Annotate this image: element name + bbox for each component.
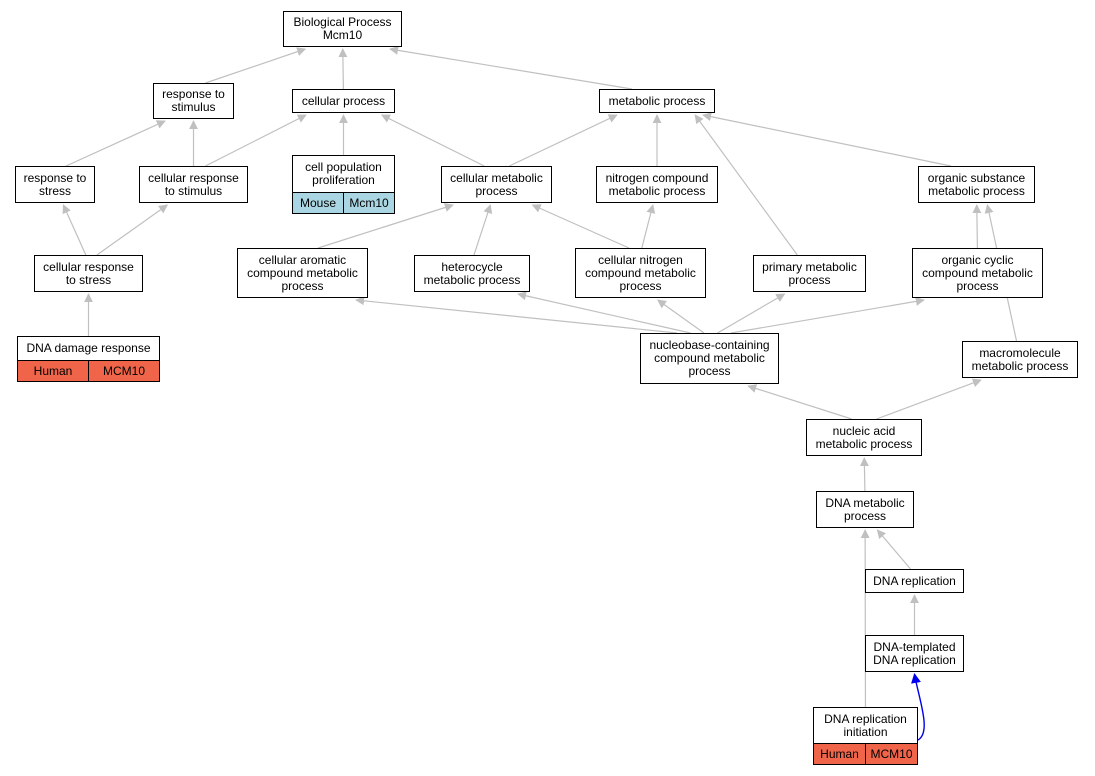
edge-resp_stress-to-resp_stim xyxy=(65,120,166,167)
edge-cell_resp_stress-to-resp_stress xyxy=(62,204,87,256)
edge-nucleobase-to-cell_arom xyxy=(355,296,678,334)
edge-nucleic-to-nucleobase xyxy=(747,384,852,420)
edge-dna_rep-to-dna_metab xyxy=(876,529,911,570)
edge-nucleic-to-macro xyxy=(876,378,982,420)
node-label: DNA metabolic process xyxy=(825,495,905,523)
node-label: nucleic acid metabolic process xyxy=(815,423,913,451)
gene-tag: MCM10 xyxy=(865,744,917,764)
node-label: response to stimulus xyxy=(162,87,225,114)
edge-nucleobase-to-primary xyxy=(717,293,786,334)
node-nitrogen-compound-metabolic-process[interactable]: nitrogen compound metabolic process xyxy=(596,166,718,203)
gene-tag: MCM10 xyxy=(88,361,159,381)
node-label: macromolecule metabolic process xyxy=(971,345,1069,373)
annotation-tags: Human MCM10 xyxy=(18,360,159,381)
species-tag: Human xyxy=(814,744,865,764)
edge-hetero-to-cell_metab xyxy=(473,204,493,256)
node-label: cellular process xyxy=(301,93,386,108)
edge-cell_arom-to-cell_metab xyxy=(317,203,454,249)
node-label: cellular aromatic compound metabolic pro… xyxy=(247,252,358,293)
node-organic-substance-metabolic-process[interactable]: organic substance metabolic process xyxy=(918,166,1035,203)
node-nucleic-acid-metabolic-process[interactable]: nucleic acid metabolic process xyxy=(806,419,922,456)
node-label: organic cyclic compound metabolic proces… xyxy=(922,252,1033,293)
edge-metab_proc-to-bp xyxy=(389,45,632,90)
node-label: response to stress xyxy=(23,170,87,198)
node-cell-population-proliferation[interactable]: cell population proliferation Mouse Mcm1… xyxy=(292,155,395,214)
node-label: cell population proliferation xyxy=(305,160,382,187)
edge-dna_metab-to-nucleic xyxy=(859,457,869,492)
node-dna-damage-response[interactable]: DNA damage response Human MCM10 xyxy=(17,336,160,382)
edge-cell_nitro-to-cell_metab xyxy=(531,204,630,249)
edge-cell_metab-to-metab_proc xyxy=(509,114,618,167)
node-label: DNA-templated DNA replication xyxy=(873,639,956,667)
node-heterocycle-metabolic-process[interactable]: heterocycle metabolic process xyxy=(414,255,530,292)
node-label: cellular response to stress xyxy=(43,259,134,287)
edge-org_sub-to-metab_proc xyxy=(702,112,952,167)
edge-org_cyclic-to-org_sub xyxy=(972,204,982,249)
edge-resp_stim-to-bp xyxy=(205,47,307,84)
node-label: DNA replication initiation xyxy=(824,711,907,739)
node-dna-metabolic-process[interactable]: DNA metabolic process xyxy=(816,491,914,528)
gene-tag: Mcm10 xyxy=(343,193,394,213)
node-dna-replication[interactable]: DNA replication xyxy=(865,569,964,593)
edge-cell_resp_stim-to-cell_proc xyxy=(205,114,307,167)
species-tag: Human xyxy=(18,361,88,381)
edge-nucleobase-to-org_cyclic xyxy=(730,296,925,334)
edge-nucleobase-to-cell_nitro xyxy=(657,299,705,334)
species-tag: Mouse xyxy=(293,193,343,213)
annotation-tags: Human MCM10 xyxy=(814,743,917,764)
node-response-to-stress[interactable]: response to stress xyxy=(15,166,95,203)
edge-dna_init-to-dna_templ xyxy=(911,673,925,741)
node-primary-metabolic-process[interactable]: primary metabolic process xyxy=(753,255,866,292)
node-organic-cyclic-compound-metabolic-process[interactable]: organic cyclic compound metabolic proces… xyxy=(912,248,1043,298)
node-label: DNA damage response xyxy=(26,341,151,355)
node-label: DNA replication xyxy=(873,573,956,588)
node-biological-process[interactable]: Biological Process Mcm10 xyxy=(283,11,402,47)
node-cellular-response-to-stimulus[interactable]: cellular response to stimulus xyxy=(139,166,248,203)
node-label: nucleobase-containing compound metabolic… xyxy=(649,338,770,378)
node-label: primary metabolic process xyxy=(762,259,857,287)
node-label: metabolic process xyxy=(608,93,706,108)
node-label: Biological Process Mcm10 xyxy=(293,15,392,42)
node-label: cellular metabolic process xyxy=(450,170,543,198)
node-label: organic substance metabolic process xyxy=(927,170,1026,198)
edge-cell_resp_stress-to-cell_resp_stim xyxy=(96,204,168,256)
node-cellular-metabolic-process[interactable]: cellular metabolic process xyxy=(441,166,552,203)
node-metabolic-process[interactable]: metabolic process xyxy=(599,89,715,113)
edge-cell_proc-to-bp xyxy=(338,48,348,90)
node-dna-replication-initiation[interactable]: DNA replication initiation Human MCM10 xyxy=(813,707,918,765)
edge-primary-to-metab_proc xyxy=(694,114,798,256)
edge-cell_nitro-to-nitro_metab xyxy=(641,204,656,249)
node-label: cellular response to stimulus xyxy=(148,170,239,198)
node-cellular-response-to-stress[interactable]: cellular response to stress xyxy=(34,255,143,292)
node-macromolecule-metabolic-process[interactable]: macromolecule metabolic process xyxy=(962,341,1078,378)
edge-nucleobase-to-hetero xyxy=(517,291,691,334)
node-cellular-aromatic-compound-metabolic-process[interactable]: cellular aromatic compound metabolic pro… xyxy=(237,248,368,298)
node-cellular-process[interactable]: cellular process xyxy=(292,89,395,113)
node-label: heterocycle metabolic process xyxy=(423,259,521,287)
node-nucleobase-containing-compound-metabolic-process[interactable]: nucleobase-containing compound metabolic… xyxy=(640,333,779,384)
node-dna-templated-dna-replication[interactable]: DNA-templated DNA replication xyxy=(865,635,964,672)
node-label: cellular nitrogen compound metabolic pro… xyxy=(585,252,696,293)
edge-cell_metab-to-cell_proc xyxy=(380,114,485,167)
node-cellular-nitrogen-compound-metabolic-process[interactable]: cellular nitrogen compound metabolic pro… xyxy=(575,248,706,298)
node-response-to-stimulus[interactable]: response to stimulus xyxy=(153,83,234,119)
node-label: nitrogen compound metabolic process xyxy=(605,170,709,198)
annotation-tags: Mouse Mcm10 xyxy=(293,192,394,213)
